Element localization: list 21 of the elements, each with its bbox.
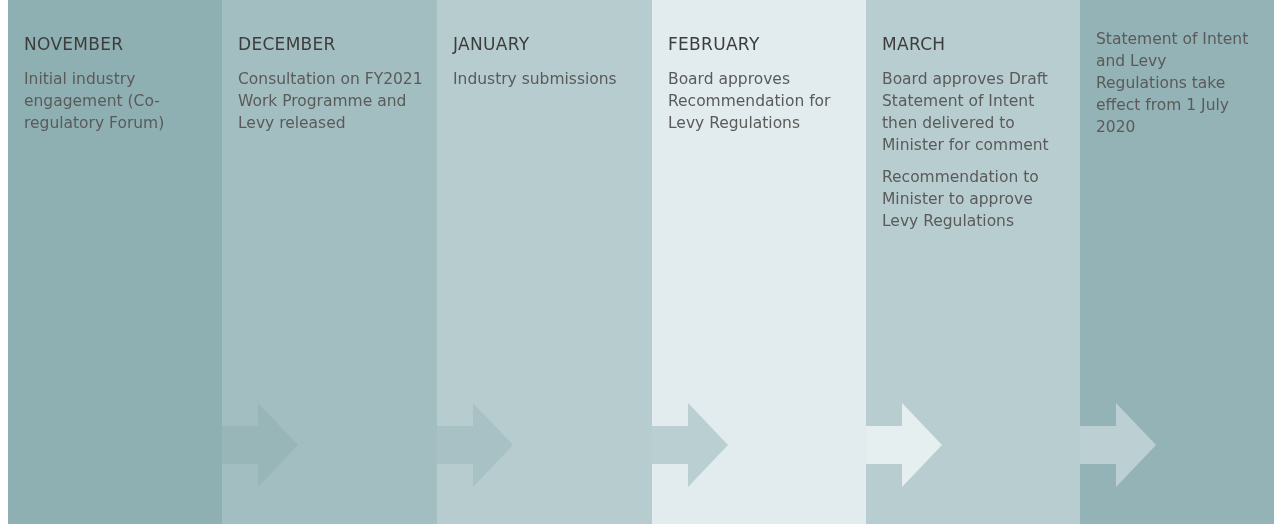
chevron-arrow <box>652 403 728 487</box>
step-text: Initial industry engagement (Co-regulatory Forum) <box>24 69 166 134</box>
chevron-arrow <box>866 403 942 487</box>
step-text: Industry submissions <box>453 69 618 90</box>
step-text: Consultation on FY2021 Work Programme and Levy released <box>238 69 423 134</box>
step-text: Recommendation to Minister to approve Levy Regulations <box>882 167 1040 232</box>
step-text: Statement of Intent and Levy Regulations take effect from 1 July 2020 <box>1096 29 1250 138</box>
timeline-column <box>1080 0 1274 524</box>
timeline-column <box>8 0 222 524</box>
timeline-column <box>652 0 866 524</box>
month-heading: MARCH <box>882 34 947 54</box>
chevron-arrow <box>1080 403 1156 487</box>
timeline-column <box>866 0 1080 524</box>
timeline-column <box>222 0 437 524</box>
month-heading: NOVEMBER <box>24 34 125 54</box>
month-heading: FEBRUARY <box>668 34 761 54</box>
month-heading: DECEMBER <box>238 34 337 54</box>
month-heading: JANUARY <box>453 34 531 54</box>
step-text: Board approves Draft Statement of Intent then delivered to Minister for comment <box>882 69 1050 156</box>
timeline-column <box>437 0 652 524</box>
step-text: Board approves Recommendation for Levy Regulations <box>668 69 832 134</box>
